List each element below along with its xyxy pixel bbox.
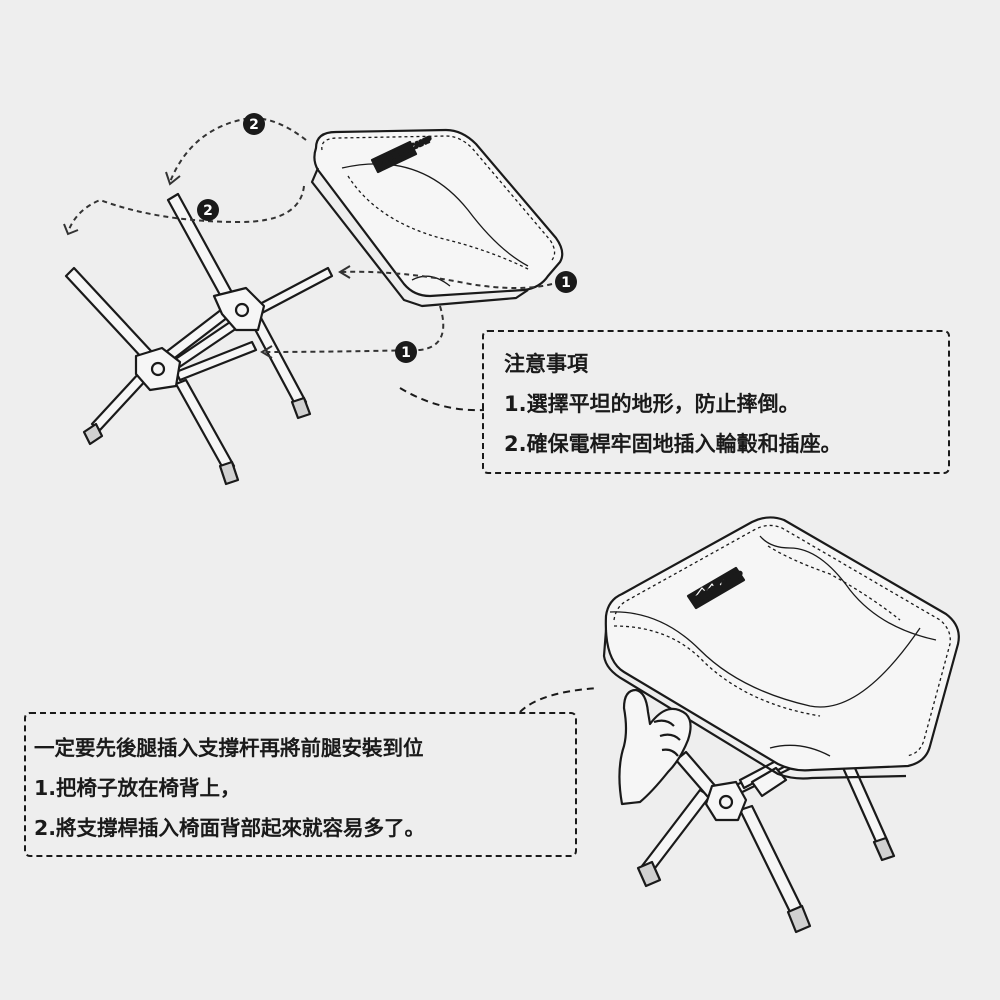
step-badge-2-lower: 2 <box>197 199 219 221</box>
arrow-heads <box>63 171 351 359</box>
frame-hub-lower <box>134 346 182 392</box>
caution-note: 注意事項 1.選擇平坦的地形，防止摔倒。 2.確保電桿牢固地插入輪轂和插座。 <box>482 330 950 474</box>
seat-fabric-bottom: FARMER CAMP <box>602 516 960 780</box>
chair-assembled: FARMER CAMP <box>602 516 960 934</box>
note-bottom-connector <box>519 687 599 713</box>
step-badge-1-lower: 1 <box>395 341 417 363</box>
hand-illustration <box>618 688 692 806</box>
frame-leg-back-left <box>64 266 154 362</box>
chair-frame-exploded <box>64 192 334 486</box>
assembled-legs <box>636 742 896 934</box>
svg-text:2: 2 <box>249 117 259 133</box>
caution-note-line-1: 1.選擇平坦的地形，防止摔倒。 <box>504 392 800 416</box>
frame-leg-rear-down <box>248 314 312 420</box>
assembly-arrows <box>67 117 553 353</box>
frame-support-pole-upper <box>254 266 334 316</box>
assembly-tip-note: 一定要先後腿插入支撐杆再將前腿安裝到位 1.把椅子放在椅背上， 2.將支撐桿插入… <box>24 712 577 857</box>
step-badge-1-right: 1 <box>555 271 577 293</box>
caution-note-title: 注意事項 <box>504 352 588 376</box>
assembly-tip-line-1: 1.把椅子放在椅背上， <box>34 776 241 800</box>
assembly-tip-line-2: 2.將支撐桿插入椅面背部起來就容易多了。 <box>34 816 426 840</box>
frame-hub-upper <box>212 286 266 332</box>
seat-fabric-top: FARMER CAMP <box>310 128 564 308</box>
step-badge-2-upper: 2 <box>243 113 265 135</box>
svg-text:1: 1 <box>561 275 571 291</box>
svg-text:1: 1 <box>401 345 411 361</box>
svg-text:2: 2 <box>203 203 213 219</box>
frame-leg-front-right <box>174 378 240 486</box>
caution-note-line-2: 2.確保電桿牢固地插入輪轂和插座。 <box>504 432 842 456</box>
assembly-tip-title: 一定要先後腿插入支撐杆再將前腿安裝到位 <box>34 736 424 760</box>
frame-support-pole-lower <box>174 340 258 382</box>
note-top-connector <box>399 387 485 412</box>
frame-leg-front-left <box>82 370 150 446</box>
